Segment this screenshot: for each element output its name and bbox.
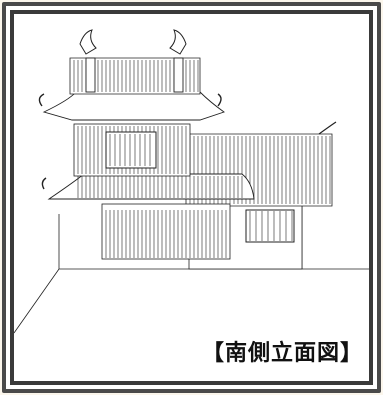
main-tower <box>38 29 255 260</box>
elevation-drawing: 【南側立面図】 <box>14 14 369 381</box>
lower-roof-ornament-left <box>41 177 47 190</box>
drawing-caption: 【南側立面図】 <box>201 341 363 366</box>
shachihoko-left <box>79 29 97 55</box>
roof-post-right <box>173 57 184 93</box>
shachihoko-right <box>169 29 187 55</box>
upper-roof-ornament-left <box>38 93 45 107</box>
roof-post-left <box>85 57 96 93</box>
tower-lower-roof <box>47 173 255 200</box>
middle-window <box>105 131 157 169</box>
perspective-line-left <box>14 268 60 334</box>
south-elevation-svg <box>14 29 369 334</box>
tower-upper-roof-eave <box>42 91 225 121</box>
annex-roof-ornament <box>318 121 337 135</box>
upper-roof-ornament-right <box>217 93 222 107</box>
tower-upper-roof <box>69 57 201 95</box>
annex-window <box>245 209 295 243</box>
